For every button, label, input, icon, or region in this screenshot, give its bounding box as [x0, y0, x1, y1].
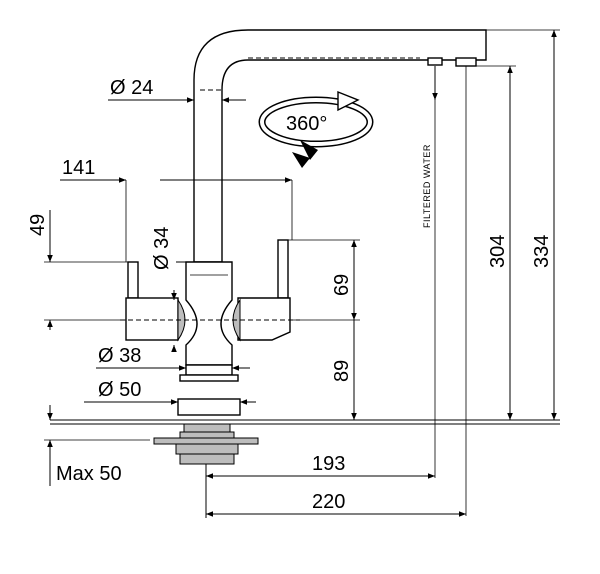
faucet-outline [50, 29, 560, 518]
spout-outlet-mixed [455, 57, 477, 67]
label-max-thickness: Max 50 [56, 463, 122, 485]
label-base-diameter-38: Ø 38 [98, 345, 141, 367]
label-height-334: 334 [531, 235, 553, 268]
label-height-304: 304 [487, 235, 509, 268]
label-reach-220: 220 [312, 491, 345, 513]
rotation-symbol [258, 90, 374, 168]
right-handle [232, 239, 291, 342]
label-reach-193: 193 [312, 453, 345, 475]
left-handle [125, 261, 186, 342]
dimension-lines [44, 29, 560, 517]
label-base-diameter-50: Ø 50 [98, 379, 141, 401]
label-lever-span: 141 [62, 157, 95, 179]
label-body-diameter: Ø 34 [151, 227, 173, 270]
spout-outlet-filtered [427, 57, 443, 66]
label-lever-height: 49 [27, 214, 49, 236]
label-lever-offset: 69 [331, 274, 353, 296]
label-lower-height: 89 [331, 360, 353, 382]
label-filtered-water: FILTERED WATER [422, 144, 432, 228]
label-rotation: 360° [286, 113, 327, 135]
label-spout-diameter: Ø 24 [110, 77, 153, 99]
